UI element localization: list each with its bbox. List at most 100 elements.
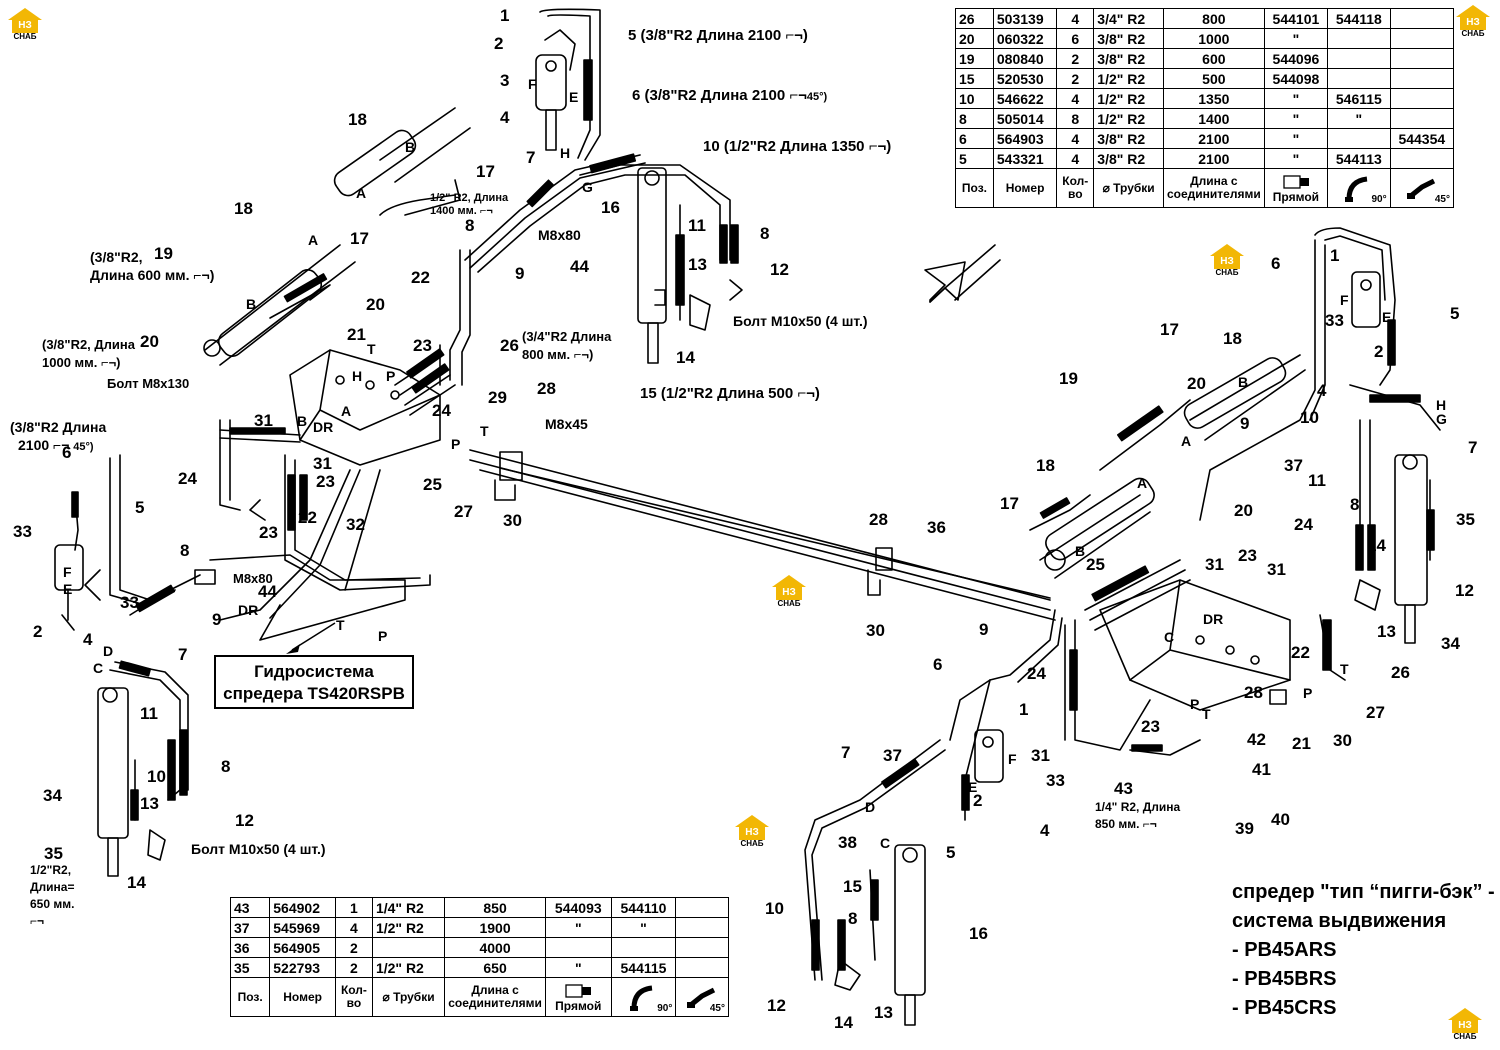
cell-pos: 37 bbox=[229, 917, 271, 938]
callout-number: 42 bbox=[1247, 730, 1266, 749]
port-letter: E bbox=[1382, 309, 1392, 325]
title-line-3: - PB45ARS bbox=[1232, 939, 1337, 961]
cell-straight: 544098 bbox=[1263, 68, 1329, 89]
note-bolt-m10-upper: Болт М10х50 (4 шт.) bbox=[733, 313, 868, 329]
port-letter: P bbox=[1190, 696, 1200, 712]
cell-number: 060322 bbox=[992, 28, 1058, 49]
cell-tube: 1/2" R2 bbox=[371, 957, 446, 978]
callout-number: 11 bbox=[140, 704, 158, 723]
cell-deg90: 546115 bbox=[1327, 88, 1391, 109]
cell-straight: 544096 bbox=[1263, 48, 1329, 69]
cell-length: 1000 bbox=[1162, 28, 1265, 49]
cell-number: 503139 bbox=[992, 8, 1058, 29]
note-hose-19: (3/8"R2,Длина 600 мм. ⌐¬) bbox=[90, 249, 215, 283]
cell-straight: " bbox=[1263, 28, 1329, 49]
cell-length: 1350 bbox=[1162, 88, 1265, 109]
left-valve-block bbox=[219, 348, 456, 466]
callout-number: 7 bbox=[526, 148, 536, 167]
cell-deg45 bbox=[1389, 8, 1455, 29]
port-letter: F bbox=[63, 564, 72, 580]
cell-qty: 2 bbox=[334, 937, 373, 958]
cell-number: 543321 bbox=[992, 148, 1058, 169]
callout-number: 5 bbox=[946, 843, 956, 862]
port-letter: P bbox=[386, 368, 396, 384]
cell-deg90 bbox=[1327, 128, 1391, 149]
cell-number: 080840 bbox=[992, 48, 1058, 69]
callout-number: 16 bbox=[969, 924, 988, 943]
cell-straight: 544093 bbox=[544, 897, 612, 918]
port-letter: B bbox=[297, 413, 308, 429]
callout-number: 37 bbox=[883, 746, 902, 765]
cell-tube: 3/4" R2 bbox=[1093, 8, 1164, 29]
cell-straight: " bbox=[544, 957, 612, 978]
cell-deg90: 544110 bbox=[610, 897, 677, 918]
port-letter: B bbox=[405, 139, 416, 155]
callout-number: 19 bbox=[154, 244, 173, 263]
note-hose-5: 5 (3/8"R2 Длина 2100 ⌐¬) bbox=[628, 27, 808, 44]
callout-number: 12 bbox=[235, 811, 254, 830]
port-letter: B bbox=[246, 296, 257, 312]
cell-pos: 5 bbox=[955, 148, 994, 169]
callout-number: 40 bbox=[1271, 810, 1290, 829]
callout-number: 22 bbox=[411, 268, 430, 287]
port-letter: C bbox=[1164, 629, 1175, 645]
cell-tube: 3/8" R2 bbox=[1093, 148, 1164, 169]
note-hose-35: 1/2"R2,Длина=650 мм.⌐¬ bbox=[30, 863, 75, 928]
header-number: Номер bbox=[992, 168, 1058, 208]
elbow-90-fitting-icon bbox=[1344, 176, 1368, 202]
callout-number: 18 bbox=[234, 199, 253, 218]
header-straight: Прямой bbox=[1263, 168, 1329, 208]
callout-number: 35 bbox=[44, 844, 63, 863]
callout-number: 28 bbox=[537, 379, 556, 398]
right-cylinders bbox=[1029, 354, 1306, 579]
callout-number: 44 bbox=[258, 582, 277, 601]
callout-number: 43 bbox=[1114, 779, 1133, 798]
cell-qty: 4 bbox=[1056, 8, 1095, 29]
port-letter: F bbox=[1008, 751, 1017, 767]
callout-number: 1 bbox=[1330, 246, 1340, 265]
header-45: 45° bbox=[1389, 168, 1455, 208]
cell-tube: 3/8" R2 bbox=[1093, 48, 1164, 69]
callout-number: 35 bbox=[1456, 510, 1475, 529]
header-45: 45° bbox=[675, 977, 729, 1017]
callout-number: 17 bbox=[476, 162, 495, 181]
cell-straight bbox=[544, 937, 612, 958]
callout-number: 12 bbox=[770, 260, 789, 279]
callout-number: 20 bbox=[140, 332, 159, 351]
cell-pos: 6 bbox=[955, 128, 994, 149]
center-tubes bbox=[469, 449, 1056, 621]
cell-deg90 bbox=[1327, 28, 1391, 49]
cell-number: 505014 bbox=[992, 108, 1058, 129]
callout-number: 41 bbox=[1252, 760, 1271, 779]
callout-number: 23 bbox=[259, 523, 278, 542]
note-hose-10: 10 (1/2"R2 Длина 1350 ⌐¬) bbox=[703, 138, 892, 155]
callout-number: 28 bbox=[869, 510, 888, 529]
note-hose-15: 15 (1/2"R2 Длина 500 ⌐¬) bbox=[640, 385, 820, 402]
cell-straight: " bbox=[1263, 108, 1329, 129]
note-m8x45: М8х45 bbox=[545, 416, 588, 432]
callout-number: 9 bbox=[212, 610, 222, 629]
callout-number: 4 bbox=[1317, 381, 1327, 400]
callout-number: 4 bbox=[1040, 821, 1050, 840]
port-letter: D bbox=[865, 799, 876, 815]
callout-number: 34 bbox=[1441, 634, 1460, 653]
callout-number: 31 bbox=[1267, 560, 1286, 579]
upper-cylinder-group bbox=[535, 8, 601, 161]
caption-pointer-icon bbox=[286, 622, 336, 654]
callout-number: 14 bbox=[127, 873, 146, 892]
cell-number: 546622 bbox=[992, 88, 1058, 109]
header-length: Длина с соединителями bbox=[444, 977, 546, 1017]
title-line-1: спредер "тип “пигги-бэк” - bbox=[1232, 881, 1495, 903]
callout-number: 20 bbox=[1234, 501, 1253, 520]
port-letter: DR bbox=[313, 419, 334, 435]
callout-number: 25 bbox=[1086, 555, 1105, 574]
callout-number: 38 bbox=[838, 833, 857, 852]
callout-number: 27 bbox=[1366, 703, 1385, 722]
